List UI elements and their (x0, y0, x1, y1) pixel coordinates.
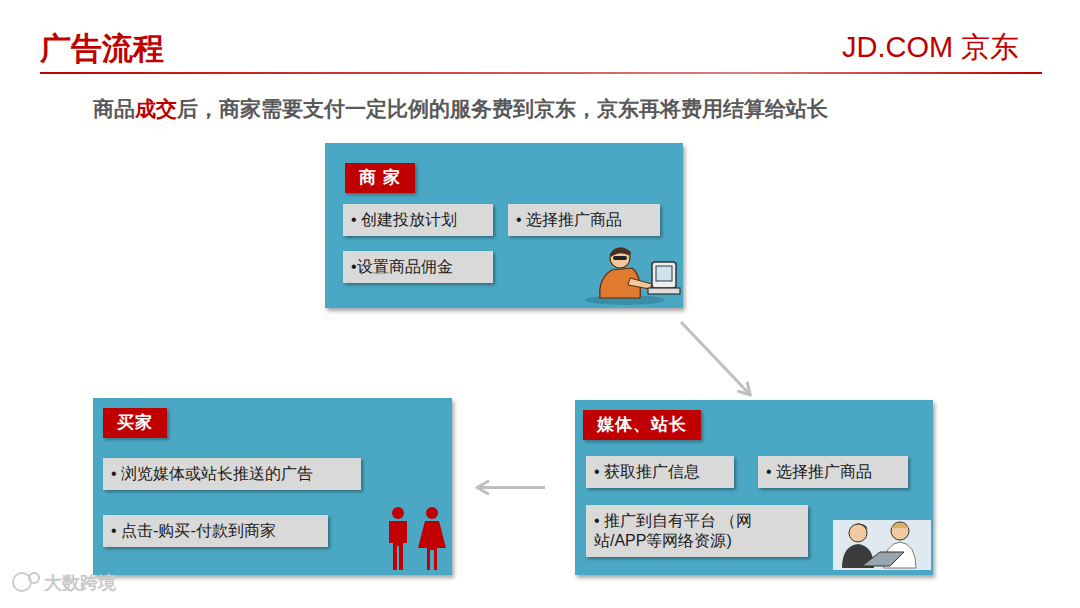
step-box: •设置商品佣金 (343, 251, 493, 283)
step-box: • 推广到自有平台 （网站/APP等网络资源) (586, 505, 808, 557)
subtitle-highlight: 成交 (135, 97, 177, 120)
step-text: • 点击-购买-付款到商家 (111, 521, 276, 541)
step-text: • 选择推广商品 (516, 210, 622, 230)
step-box: • 选择推广商品 (758, 456, 908, 488)
watermark-icon (13, 573, 39, 591)
flow-arrow (477, 486, 545, 489)
webmasters-at-laptop (833, 520, 931, 570)
step-box: • 浏览媒体或站长推送的广告 (103, 458, 361, 490)
step-text: •设置商品佣金 (351, 257, 453, 277)
flow-arrow (681, 322, 750, 395)
step-text: • 浏览媒体或站长推送的广告 (111, 464, 313, 484)
panel-heading: 媒体、站长 (583, 410, 701, 440)
step-box: • 获取推广信息 (586, 456, 734, 488)
step-box: • 创建投放计划 (343, 204, 493, 236)
role-panel: 买家 • 浏览媒体或站长推送的广告 • 点击-购买-付款到商家 (93, 398, 452, 575)
brand-logo: JD.COM 京东 (842, 28, 1019, 68)
header-rule (40, 72, 1042, 74)
step-text: • 创建投放计划 (351, 210, 457, 230)
panel-heading: 买家 (103, 408, 167, 438)
subtitle-text: 商品 (93, 97, 135, 120)
step-box: • 点击-购买-付款到商家 (103, 515, 328, 547)
subtitle-text: 后，商家需要支付一定比例的服务费到京东，京东再将费用结算给站长 (177, 97, 828, 120)
panel-heading: 商 家 (345, 163, 415, 193)
subtitle: 商品成交后，商家需要支付一定比例的服务费到京东，京东再将费用结算给站长 (93, 95, 828, 123)
step-text: • 推广到自有平台 （网站/APP等网络资源) (594, 511, 800, 551)
step-box: • 选择推广商品 (508, 204, 660, 236)
step-text: • 选择推广商品 (766, 462, 872, 482)
watermark: 大数跨境 (44, 571, 116, 595)
step-text: • 获取推广信息 (594, 462, 700, 482)
page-title: 广告流程 (40, 28, 164, 70)
